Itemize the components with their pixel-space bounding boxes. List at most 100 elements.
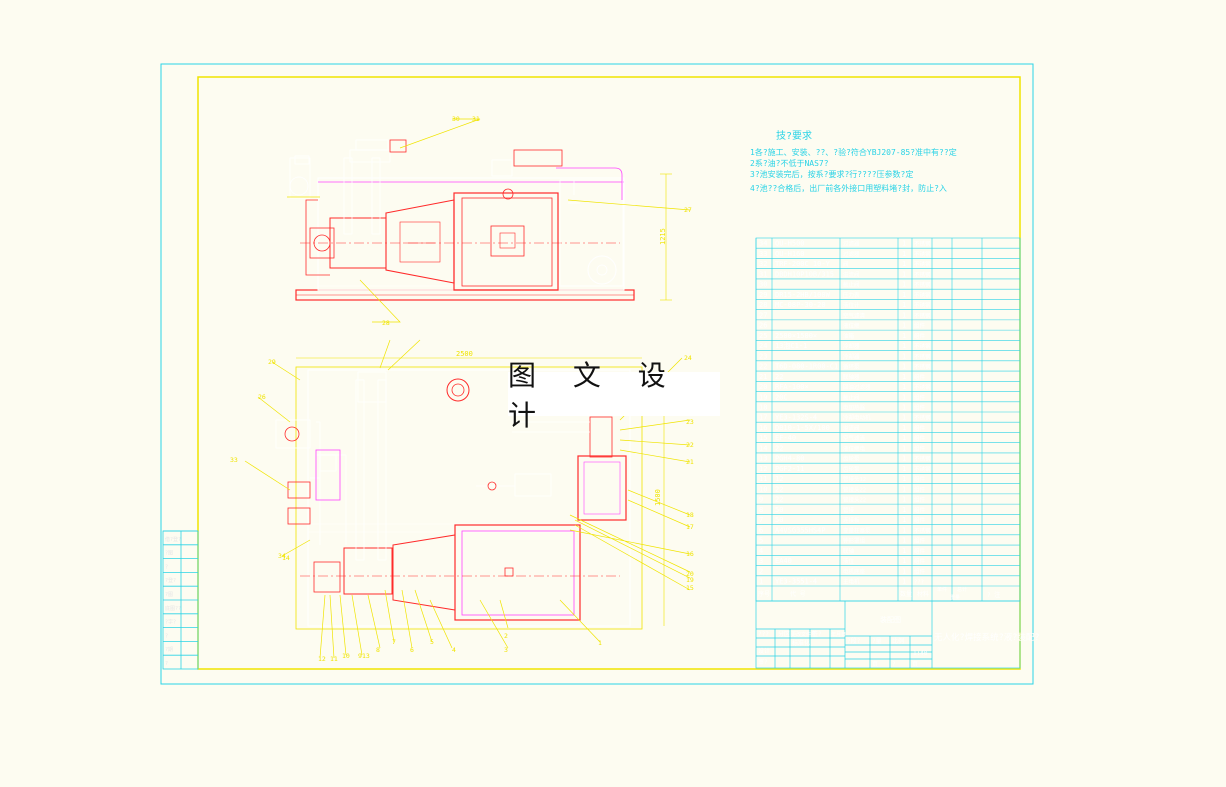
bom-code: MC-08P-30-20 (775, 301, 826, 309)
bom-h-code: 代 号 (790, 590, 806, 598)
bom-mat: 组件 (914, 434, 926, 442)
bom-name: 冷却器 (843, 352, 860, 360)
bom-name: 过滤器 (843, 240, 860, 248)
tb-label-12: ?段? (847, 637, 861, 645)
dim-plan-height: 1500 (654, 489, 662, 506)
bom-no: 21 (759, 373, 767, 381)
bom-qty: 1 (902, 496, 906, 504)
left-strip-label: 借?登? (165, 536, 181, 543)
balloon-label: 20 (686, 570, 694, 578)
bom-mat: 组件 (914, 557, 926, 565)
bom-code: 22 (775, 496, 783, 504)
balloon-label: 30 (452, 115, 460, 123)
left-strip-label: ?登? (165, 577, 176, 584)
bom-mat: 组件 (914, 516, 926, 524)
bom-code: 20C (775, 393, 788, 401)
plan-main-motor (454, 524, 581, 621)
bom-qty: 1 (902, 332, 906, 340)
bom-name: 液位继电 (843, 444, 866, 452)
outer-frame (160, 63, 1034, 685)
bom-mat: 不锈钢 (914, 281, 931, 289)
bom-mat: 组件 (914, 332, 926, 340)
bom-mat: ??? (914, 580, 924, 586)
bom-name: 阀 (843, 260, 849, 268)
bom-code: DB10-1-5X/100 (775, 424, 830, 432)
bom-mat: 组件 (914, 485, 926, 493)
bom-mat: 不锈钢 (914, 363, 931, 371)
bom-mat: 组件 (914, 547, 926, 555)
dim-plan-width: 2500 (456, 350, 473, 358)
bom-h-serial: 序号 (758, 590, 770, 598)
bom-code: PGF2-11 (775, 465, 805, 473)
bom-mat: 组件 (914, 475, 926, 483)
bom-code: 22 (775, 373, 783, 381)
bom-h-qty: 数量 (900, 590, 912, 598)
bom-qty: 1 (902, 465, 906, 473)
bom-no: 15 (759, 434, 767, 442)
bom-mat: 不锈钢 (914, 526, 931, 534)
balloon-label: 9 (358, 652, 362, 660)
left-strip-label: 底图?? (165, 605, 181, 612)
bom-name: 管接头22 (843, 485, 866, 493)
bom-qty: 1 (902, 240, 906, 248)
balloon-label: 24 (684, 354, 692, 362)
bom-qty: 1 (902, 363, 906, 371)
bom-name: 管接 (843, 506, 855, 514)
bom-no: 13 (759, 455, 767, 463)
bom-no: 11 (759, 475, 767, 483)
bom-qty: 1 (902, 373, 906, 381)
bom-code: EA40 (775, 557, 792, 565)
bom-no: 23 (759, 352, 767, 360)
balloon-label: 11 (330, 655, 338, 663)
bom-qty: 1 (902, 485, 906, 493)
bom-qty: 1 (902, 281, 906, 289)
bom-code: QU-H500 (775, 240, 805, 248)
bom-no: 26 (759, 322, 767, 330)
bom-name: 截止阀 (843, 281, 860, 289)
bom-qty: 1 (902, 291, 906, 299)
balloon-label: 15 (686, 584, 694, 592)
bom-h-single: 单件 (937, 586, 947, 593)
bom-name: 连接板 (843, 516, 860, 524)
balloon-label: 17 (686, 523, 694, 531)
bom-code: A4VSG355HS4P (775, 526, 826, 534)
bom-qty: 1 (902, 455, 906, 463)
bom-no: 29 (759, 291, 767, 299)
bom-no: 2 (759, 567, 763, 575)
dim-height: 1215 (659, 228, 667, 245)
bom-no: 28 (759, 301, 767, 309)
tech-requirements: 技?要求 1各?施工、安装、??、?验?符合YBJ207-85?准中有??定 2… (750, 129, 957, 193)
tb-label-14: 比例 (892, 637, 904, 645)
bom-qty: 1 (902, 557, 906, 565)
bom-qty: 1 (902, 260, 906, 268)
bom-code: QU-H160 (775, 250, 805, 258)
balloon-label: 16 (686, 550, 694, 558)
bom-name: 主电机 (843, 578, 860, 586)
bom-no: 7 (759, 516, 763, 524)
bom-mat: 不锈钢 (914, 270, 931, 278)
bom-mat: 组件 (914, 393, 926, 401)
balloon-label: 8 (376, 646, 380, 654)
bom-name: 联轴器 (843, 373, 860, 381)
tb-label-15: ? (847, 661, 851, 668)
bom-mat: 组件 (914, 404, 926, 412)
plan-cooling-motor (577, 455, 627, 521)
bom-qty: 1 (902, 250, 906, 258)
bom-qty: 1 (902, 352, 906, 360)
